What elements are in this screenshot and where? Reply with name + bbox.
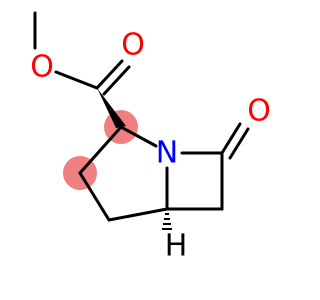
bond-c3-c4 (78, 171, 111, 222)
bond-lactam-carbonyl-double-a (220, 122, 242, 155)
bond-ester-carbonyl-double-b (102, 65, 131, 96)
bond-c2-nitrogen (119, 125, 158, 148)
bond-oxygen-carbonyl-carbon (54, 70, 99, 90)
atom-ring-nitrogen: N (156, 136, 178, 171)
atom-stereo-hydrogen: H (165, 229, 188, 264)
molecule-structure-diagram: O O N O H (30, 11, 271, 264)
atom-ester-carbonyl-oxygen: O (121, 28, 145, 63)
bond-wedge-c2-ester (97, 88, 126, 128)
bond-c4-c5 (107, 207, 169, 222)
atom-lactam-carbonyl-oxygen: O (247, 94, 271, 129)
bond-hashed-c5-h (162, 213, 172, 230)
bond-ester-carbonyl-double-a (95, 59, 124, 90)
bond-lactam-carbonyl-double-b (228, 127, 250, 160)
bond-c2-c3 (78, 125, 123, 175)
atom-ether-oxygen: O (30, 50, 54, 85)
